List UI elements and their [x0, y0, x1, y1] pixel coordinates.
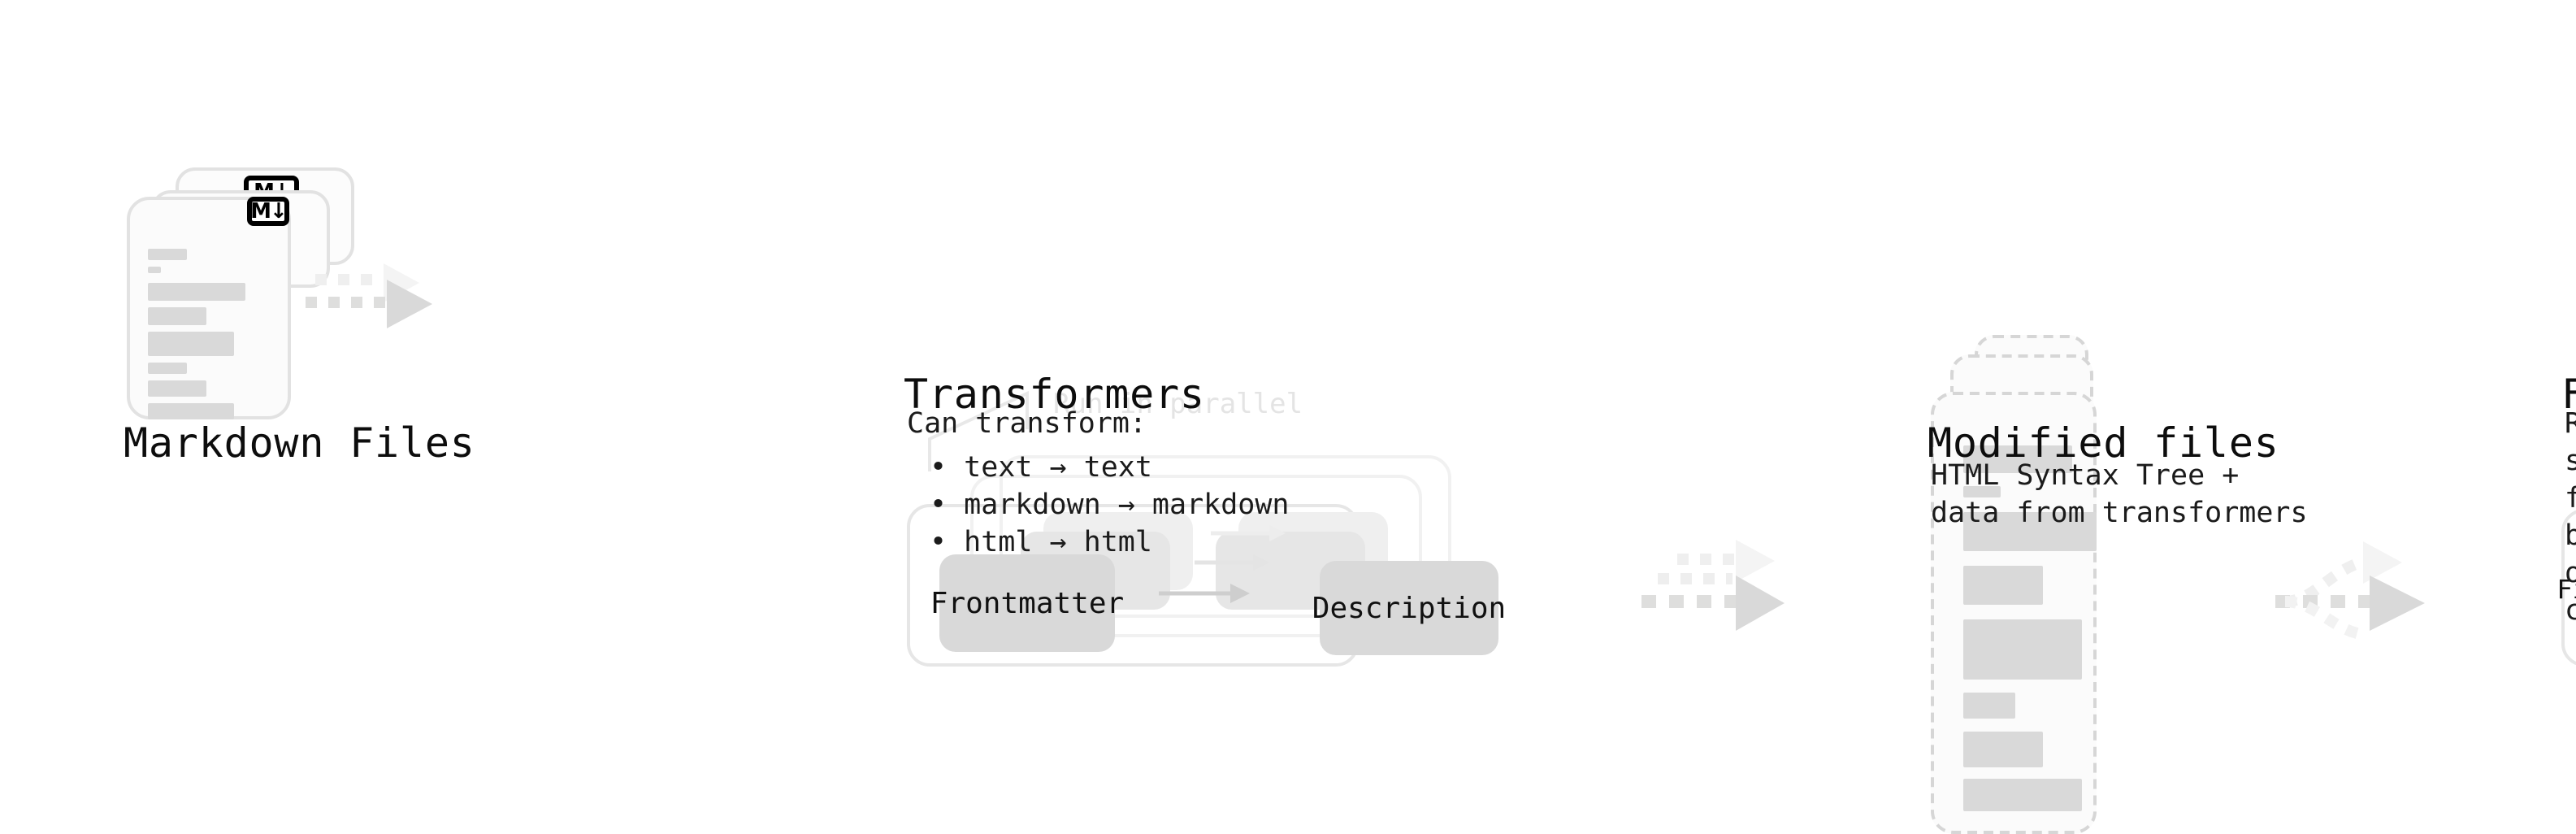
arrow-modified-to-filters — [2275, 541, 2425, 640]
pipeline-diagram: M↓ M↓ M↓ Markdown Files Run in parallel — [124, 167, 2576, 834]
arrow-transformers-to-modified — [1641, 540, 1785, 631]
transformers-bullet-1: • markdown → markdown — [930, 489, 1290, 522]
run-in-parallel-bracket — [928, 390, 1029, 471]
transformers-description: Can transform: — [907, 408, 1147, 441]
transformers-bullet-0: • text → text — [930, 452, 1152, 484]
transformers-groupbox-back — [1000, 455, 1451, 618]
arrow-markdown-to-transformers — [306, 263, 432, 328]
transformers-bullet-2: • html → html — [930, 527, 1152, 559]
transformers-caption: Transformers — [904, 371, 1205, 418]
transformer-pill-frontmatter[interactable]: Frontmatter — [930, 554, 1124, 652]
filters-description: Remove some files based on criteria — [2565, 406, 2576, 631]
transformer-pill-description[interactable]: Description — [1312, 561, 1506, 655]
run-in-parallel-label: Run in parallel — [1053, 389, 1303, 421]
transformers-bullets: • text → text • markdown → markdown • ht… — [907, 450, 1290, 563]
modified-files-caption: Modified files — [1928, 419, 2279, 467]
markdown-badge-front: M↓ — [247, 197, 289, 226]
transformer-inner-arrows — [1159, 525, 1286, 603]
modified-files-description: HTML Syntax Tree + data from transformer… — [1931, 460, 2308, 530]
markdown-files-caption: Markdown Files — [124, 419, 475, 467]
filters-caption: Filters — [2561, 371, 2576, 418]
markdown-file-skeleton — [127, 197, 291, 419]
